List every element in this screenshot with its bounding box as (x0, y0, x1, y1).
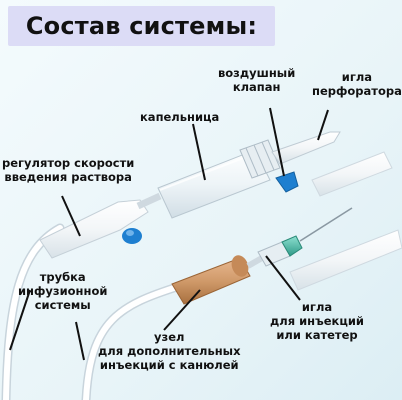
needle-hub (257, 235, 303, 267)
label-port-line2: для дополнительных (98, 344, 241, 358)
pointer-tube (9, 289, 31, 351)
label-air-valve: воздушный клапан (218, 66, 295, 94)
label-tube-line3: системы (34, 298, 91, 312)
label-needle-line3: или катетер (276, 328, 358, 342)
needle-shaft (299, 207, 353, 242)
label-piercing-line1: игла (341, 70, 373, 84)
label-needle-line1: игла (301, 300, 333, 314)
rate-regulator-clamp (39, 199, 149, 259)
label-tube-line1: трубка (39, 270, 86, 284)
pointer-needle (265, 255, 301, 301)
needle-cap (289, 229, 402, 291)
pointer-regulator (61, 195, 81, 237)
pointer-port (163, 289, 201, 331)
label-regulator-line2: введения раствора (4, 170, 132, 184)
label-port-line1: узел (154, 330, 185, 344)
label-injection-port: узел для дополнительных инъекций с канюл… (98, 330, 240, 372)
label-needle-line2: для инъекций (270, 314, 364, 328)
label-tube-line2: инфузионной (18, 284, 108, 298)
pointer-drip (192, 123, 206, 181)
pointer-lower-tube (75, 321, 85, 361)
injection-port (171, 255, 251, 305)
label-regulator-line1: регулятор скорости (2, 156, 135, 170)
piercing-needle (271, 131, 341, 165)
label-air-valve-line2: клапан (232, 80, 281, 94)
drip-chamber (157, 139, 281, 219)
label-port-line3: инъекций с канюлей (99, 358, 239, 372)
label-piercing-needle: игла перфоратора (312, 70, 402, 98)
label-infusion-tube: трубка инфузионной системы (18, 270, 107, 312)
label-needle: игла для инъекций или катетер (270, 300, 364, 342)
pointer-lines (9, 107, 329, 361)
pointer-piercing (317, 109, 329, 141)
title-banner: Состав системы: (8, 6, 275, 46)
air-valve (275, 171, 299, 193)
label-drip-chamber: капельница (140, 110, 220, 124)
page-title: Состав системы: (25, 12, 258, 40)
label-piercing-line2: перфоратора (312, 84, 402, 98)
label-air-valve-line1: воздушный (218, 66, 296, 80)
label-rate-regulator: регулятор скорости введения раствора (2, 156, 134, 184)
pointer-air-valve (269, 107, 285, 177)
spike-cap (311, 151, 393, 197)
